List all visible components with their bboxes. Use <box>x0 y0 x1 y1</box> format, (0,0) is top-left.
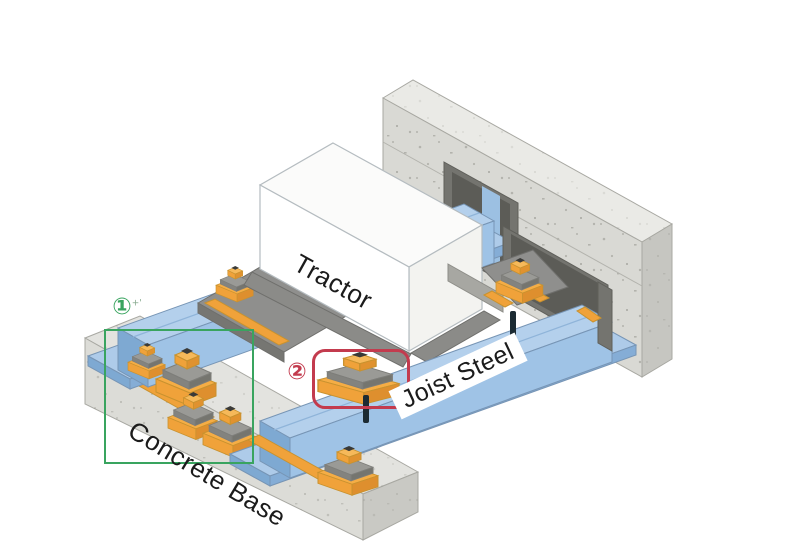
tick-marks <box>363 311 516 423</box>
callout-box-1 <box>104 329 254 464</box>
shape-face <box>409 310 502 363</box>
wall-opening-front-lining <box>576 281 613 352</box>
shape-face <box>383 80 672 242</box>
shape-face <box>243 271 412 368</box>
marker-1-suffix: +' <box>131 298 142 309</box>
shape-face <box>510 311 516 339</box>
callout-marker-1: ①+' <box>112 294 142 320</box>
shape-face <box>259 183 410 353</box>
shape-face <box>363 472 418 540</box>
platform-front-band <box>243 271 502 368</box>
callout-box-2 <box>312 349 410 409</box>
shape-face <box>597 281 613 352</box>
shape-face <box>642 224 672 377</box>
shape-face <box>576 306 602 323</box>
shape-face <box>447 263 504 313</box>
marker-1-number: ① <box>112 294 132 320</box>
shape-face <box>363 395 369 423</box>
shape-face <box>482 290 515 308</box>
tractor-box <box>258 142 484 353</box>
marker-2-number: ② <box>287 359 307 385</box>
shape-face <box>203 298 291 346</box>
callout-marker-2: ② <box>287 359 306 385</box>
shape-face <box>197 302 285 363</box>
shape-face <box>87 355 131 390</box>
